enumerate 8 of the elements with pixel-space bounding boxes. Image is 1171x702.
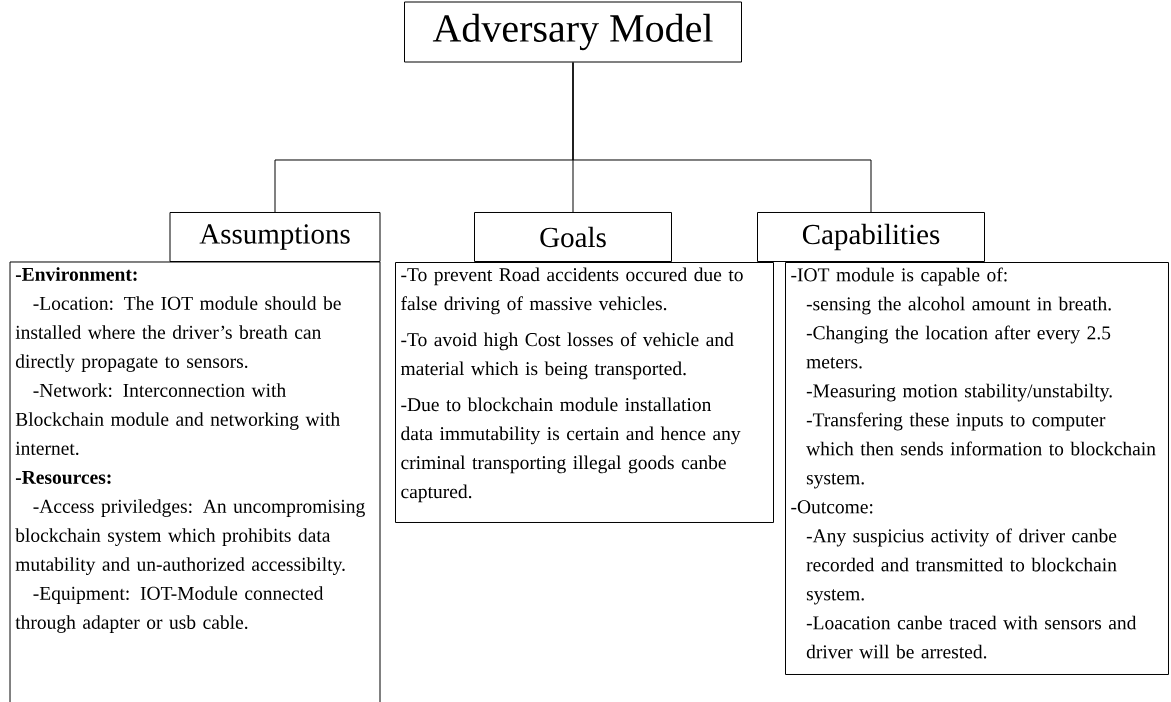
connector-line bbox=[572, 62, 872, 213]
heading-box: Goals bbox=[474, 212, 672, 262]
text-box: -Environment: -Location: The IOT module should be installed where the driver’s breath can directly propagate to sensors. -Network: Interconnection with Blockchain module and networking with internet. -Resources: -Access priviledges: An uncompromising blockchain system which prohibits data mutability and un-authorized accessibilty. -Equipment: IOT-Module connected through adapter or usb cable. bbox=[9, 261, 381, 702]
heading-box: Assumptions bbox=[169, 212, 381, 262]
text-box: -IOT module is capable of: -sensing the alcohol amount in breath. -Changing the location after every 2.5 meters. -Measuring motion stability/unstabilty. -Transfering these inputs to computer which then sends information to blockchain system. -Outcome: -Any suspicius activity of driver canbe recorded and transmitted to blockchain system. -Loacation canbe traced with sensors and driver will be arrested. bbox=[785, 262, 1169, 675]
heading-box: Capabilities bbox=[757, 212, 985, 262]
title-box: Adversary Model bbox=[404, 1, 742, 63]
text-box: -To prevent Road accidents occured due to false driving of massive vehicles. -To avoid high Cost losses of vehicle and material which is being transported. -Due to blockchain module installation data immutability is certain and hence any criminal transporting illegal goods canbe captured. bbox=[395, 262, 774, 523]
